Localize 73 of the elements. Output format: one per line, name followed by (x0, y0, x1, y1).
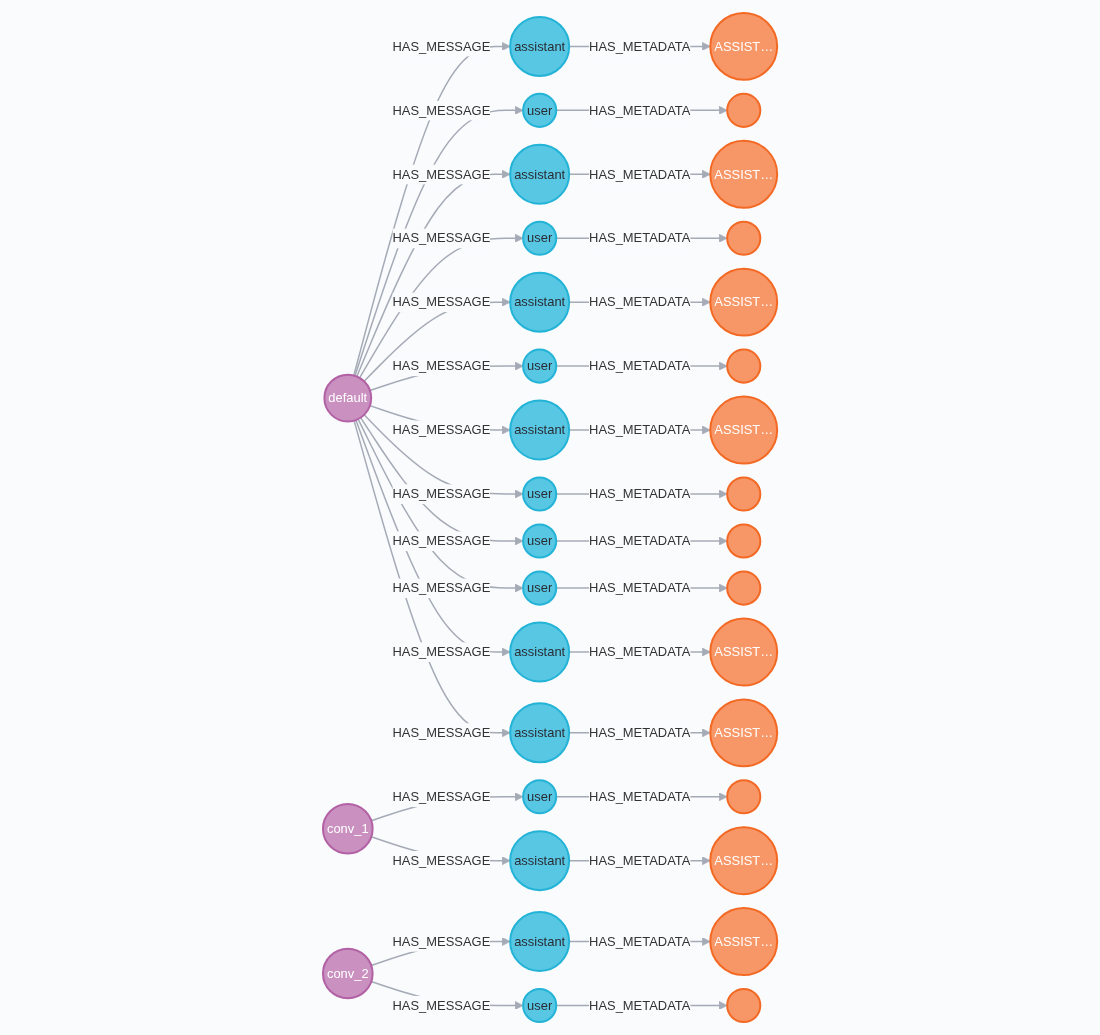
node-circle: ASSIST… (709, 698, 779, 768)
edge-label: HAS_METADATA (588, 102, 691, 118)
edge-label: HAS_METADATA (588, 853, 691, 868)
arrow (363, 414, 524, 499)
edge-label: HAS_MESSAGE (392, 725, 491, 741)
node-circle: user (522, 523, 558, 559)
node-circle: ASSIST… (709, 267, 779, 337)
edge-label: HAS_METADATA (588, 789, 691, 804)
node-circle (726, 476, 762, 512)
edge-label: HAS_MESSAGE (392, 789, 491, 804)
node-circle: assistant (509, 271, 571, 333)
node-circle: ASSIST… (709, 139, 779, 209)
node-circle: ASSIST… (709, 907, 779, 976)
node-circle: assistant (509, 399, 571, 461)
arrow (354, 105, 524, 377)
node-circle: conv_1 (321, 802, 374, 855)
edge-label: HAS_MESSAGE (392, 644, 491, 660)
node-circle (726, 348, 762, 384)
node-circle: ASSIST… (709, 826, 779, 896)
node-circle: assistant (509, 830, 571, 892)
edge-label: HAS_METADATA (588, 580, 691, 596)
edge-label: HAS_METADATA (588, 358, 691, 374)
node-circle: assistant (509, 621, 571, 683)
node-circle: user (522, 987, 558, 1024)
node-circle (726, 987, 762, 1024)
node-circle: user (522, 476, 558, 512)
node-circle (726, 220, 762, 256)
node-circle: user (522, 348, 558, 384)
edge-label: HAS_METADATA (588, 486, 691, 502)
node-circle (726, 779, 762, 815)
edge-label: HAS_METADATA (588, 230, 691, 246)
node-circle: ASSIST… (709, 11, 779, 81)
arrow (356, 169, 511, 378)
edge-label: HAS_METADATA (588, 533, 691, 549)
edge-label: HAS_MESSAGE (392, 580, 491, 596)
node-circle (726, 570, 762, 606)
edge-label: HAS_MESSAGE (392, 933, 491, 949)
edge-label: HAS_MESSAGE (392, 230, 491, 246)
node-circle: assistant (509, 702, 571, 764)
node-circle (726, 523, 762, 559)
edge-label: HAS_MESSAGE (392, 533, 491, 549)
node-circle: assistant (509, 15, 571, 77)
edge-label: HAS_METADATA (588, 997, 691, 1013)
node-circle: assistant (509, 143, 571, 205)
node-circle (726, 92, 762, 128)
edge-label: HAS_MESSAGE (392, 38, 491, 54)
edge-label: HAS_MESSAGE (392, 486, 491, 502)
node-circle: ASSIST… (709, 617, 779, 687)
node-circle: user (522, 220, 558, 256)
edge-label: HAS_METADATA (588, 933, 691, 949)
node-circle: ASSIST… (709, 395, 779, 465)
edge-label: HAS_MESSAGE (392, 102, 491, 118)
node-circle: user (522, 779, 558, 815)
edge-label: HAS_MESSAGE (392, 358, 491, 374)
edge-label: HAS_MESSAGE (392, 294, 491, 310)
edge-label: HAS_MESSAGE (392, 166, 491, 182)
arrow (363, 297, 511, 383)
arrow (358, 233, 524, 379)
node-circle: assistant (509, 911, 571, 973)
arrow (353, 419, 511, 738)
node-circle: user (522, 570, 558, 606)
edge-label: HAS_MESSAGE (392, 997, 491, 1013)
edge-label: HAS_MESSAGE (392, 853, 491, 868)
edge-label: HAS_METADATA (588, 38, 691, 54)
node-circle: conv_2 (321, 947, 374, 1000)
node-circle: default (323, 373, 373, 423)
edge-label: HAS_METADATA (588, 644, 691, 660)
edge-label: HAS_METADATA (588, 725, 691, 741)
edge-label: HAS_METADATA (588, 294, 691, 310)
edge-label: HAS_MESSAGE (392, 422, 491, 438)
edge-label: HAS_METADATA (588, 166, 691, 182)
node-circle: user (522, 92, 558, 128)
edge-label: HAS_METADATA (588, 422, 691, 438)
